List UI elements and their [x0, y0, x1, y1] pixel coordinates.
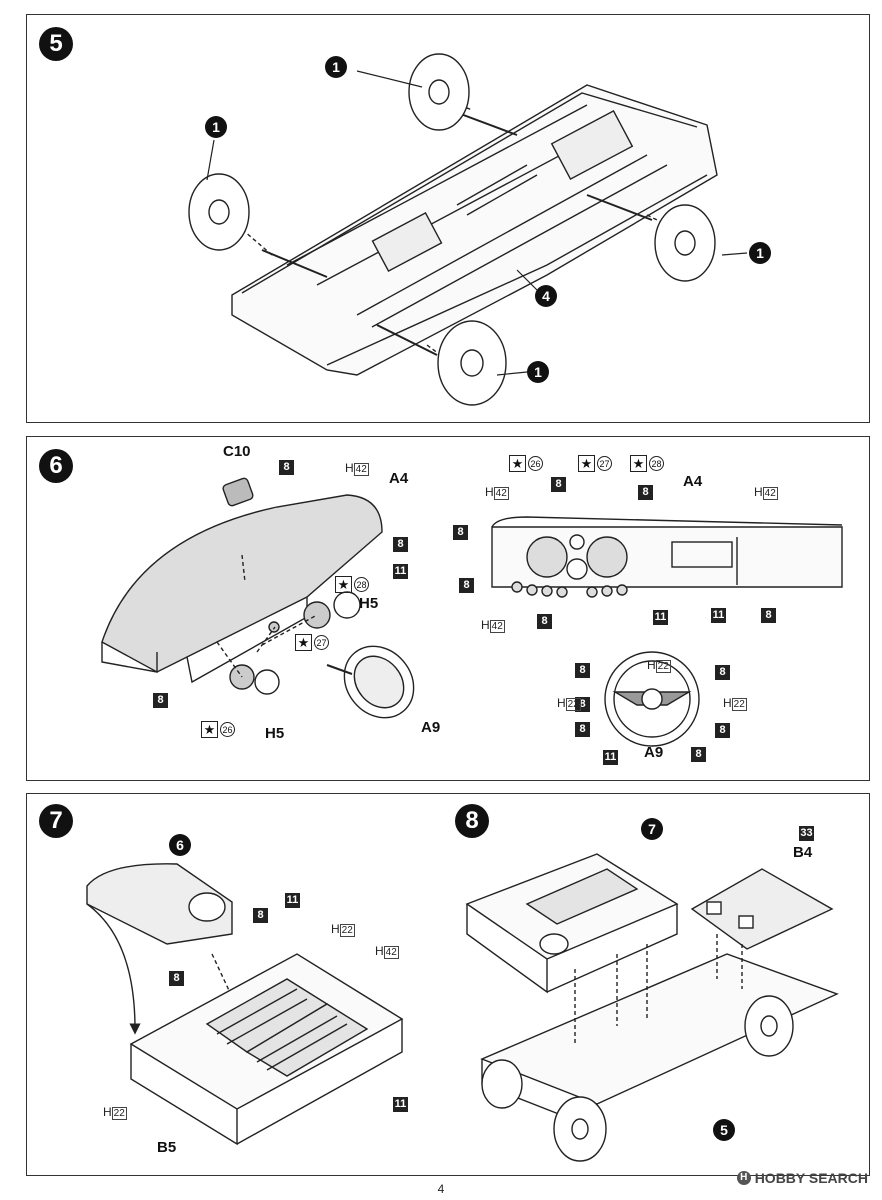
paint-code-badge: 8 — [459, 578, 474, 593]
part-label-h5: H5 — [359, 595, 379, 612]
paint-code-badge: 11 — [603, 750, 618, 765]
paint-code-badge: 8 — [537, 614, 552, 629]
watermark-text: HOBBY SEARCH — [754, 1170, 868, 1186]
callout-step-1: 1 — [527, 361, 549, 383]
paint-code-badge: 8 — [551, 477, 566, 492]
paint-code-badge: 8 — [715, 723, 730, 738]
hobbysearch-logo-icon: H — [736, 1171, 751, 1185]
paint-code-badge: 8 — [575, 722, 590, 737]
paint-code-badge: 8 — [715, 665, 730, 680]
step-number: 8 — [455, 804, 489, 838]
paint-code-badge: 8 — [393, 537, 408, 552]
decal-ref: ★28 — [630, 455, 664, 472]
callout-step-1: 1 — [205, 116, 227, 138]
paint-code-badge: 11 — [653, 610, 668, 625]
decal-ref: ★28 — [335, 576, 369, 593]
interior-tub-illustration — [86, 853, 839, 1162]
part-label-c10: C10 — [223, 443, 251, 460]
part-label-a9: A9 — [644, 744, 664, 761]
paint-code-badge: 11 — [285, 893, 300, 908]
decal-ref: ★26 — [509, 455, 543, 472]
paint-code-badge: 8 — [169, 971, 184, 986]
part-label-a4: A4 — [683, 473, 703, 490]
star-icon: ★ — [295, 634, 312, 651]
part-label-b4: B4 — [793, 844, 813, 861]
paint-code-badge: 11 — [393, 1097, 408, 1112]
step-number: 5 — [39, 27, 73, 61]
watermark: H HOBBY SEARCH — [736, 1170, 868, 1186]
callout-step-6: 6 — [169, 834, 191, 856]
paint-code-badge: 11 — [711, 608, 726, 623]
callout-step-5: 5 — [713, 1119, 735, 1141]
star-icon: ★ — [509, 455, 526, 472]
paint-code-badge: 8 — [279, 460, 294, 475]
part-label-a4: A4 — [389, 470, 409, 487]
paint-code-badge: 8 — [253, 908, 268, 923]
step-number: 6 — [39, 449, 73, 483]
paint-code-badge: 8 — [575, 663, 590, 678]
part-label-a9: A9 — [421, 719, 441, 736]
paint-code-badge: 8 — [638, 485, 653, 500]
step-number: 7 — [39, 804, 73, 838]
callout-step-7: 7 — [641, 818, 663, 840]
part-label-h5: H5 — [265, 725, 285, 742]
chassis-wheels-illustration — [188, 53, 748, 406]
paint-code-badge: 11 — [393, 564, 408, 579]
decal-ref: ★27 — [578, 455, 612, 472]
star-icon: ★ — [201, 721, 218, 738]
dashboard-illustration — [101, 477, 843, 747]
callout-step-1: 1 — [325, 56, 347, 78]
step-5-panel: 5 1 1 1 1 4 — [26, 14, 870, 423]
paint-code-badge: 8 — [453, 525, 468, 540]
star-icon: ★ — [335, 576, 352, 593]
paint-code-badge: 8 — [153, 693, 168, 708]
paint-code-badge: 8 — [761, 608, 776, 623]
step-6-panel: 6 C10 A4 H5 H5 A9 A4 A9 8 8 11 8 8 8 8 8… — [26, 436, 870, 781]
part-label-b5: B5 — [157, 1139, 177, 1156]
callout-step-4: 4 — [535, 285, 557, 307]
callout-step-1: 1 — [749, 242, 771, 264]
paint-code-badge: 8 — [575, 697, 590, 712]
star-icon: ★ — [630, 455, 647, 472]
paint-code-badge: 8 — [691, 747, 706, 762]
star-icon: ★ — [578, 455, 595, 472]
decal-ref: ★27 — [295, 634, 329, 651]
paint-code-badge: 33 — [799, 826, 814, 841]
decal-ref: ★26 — [201, 721, 235, 738]
page-number: 4 — [437, 1182, 445, 1196]
